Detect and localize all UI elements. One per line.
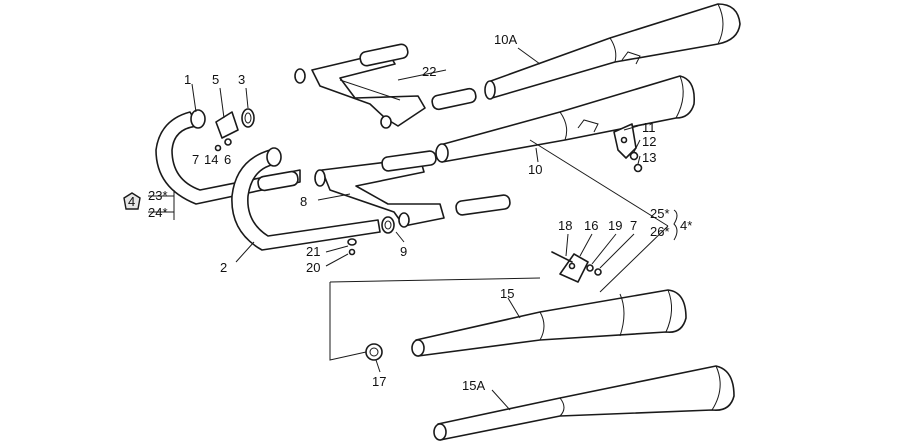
callout-2: 2 (220, 260, 227, 275)
muffler-10 (435, 75, 696, 163)
muffler-15 (411, 289, 687, 357)
crossover-22 (294, 43, 477, 129)
kit-pentagon-icon (123, 192, 141, 210)
callout-17: 17 (372, 374, 386, 389)
callout-10A: 10A (494, 32, 517, 47)
callout-13: 13 (642, 150, 656, 165)
callout-22: 22 (422, 64, 436, 79)
callout-25: 25* (650, 206, 670, 221)
callout-16: 16 (584, 218, 598, 233)
clamp-9 (381, 216, 395, 234)
callout-24: 24* (148, 205, 168, 220)
callout-19: 19 (608, 218, 622, 233)
callout-3: 3 (238, 72, 245, 87)
callout-18: 18 (558, 218, 572, 233)
bracket-16 (551, 251, 602, 283)
callout-7b: 7 (630, 218, 637, 233)
callout-7a: 7 (192, 152, 199, 167)
clamp-17 (365, 343, 383, 361)
muffler-15A (433, 365, 735, 441)
callout-15A: 15A (462, 378, 485, 393)
header-pipe-1 (155, 109, 301, 205)
callout-1: 1 (184, 72, 191, 87)
callout-12: 12 (642, 134, 656, 149)
callout-9: 9 (400, 244, 407, 259)
callout-10: 10 (528, 162, 542, 177)
crossover-8 (314, 150, 511, 228)
callout-8: 8 (300, 194, 307, 209)
callout-5: 5 (212, 72, 219, 87)
header-pipe-2 (231, 147, 381, 251)
bolt-21 (347, 238, 357, 256)
callout-20: 20 (306, 260, 320, 275)
callout-11: 11 (642, 120, 656, 135)
muffler-10A (484, 3, 741, 100)
callout-kit: 4 (128, 194, 135, 209)
callout-26: 26* (650, 224, 670, 239)
callout-15: 15 (500, 286, 514, 301)
callout-21: 21 (306, 244, 320, 259)
callout-6: 6 (224, 152, 231, 167)
callout-4: 4* (680, 218, 692, 233)
callout-14: 14 (204, 152, 218, 167)
callout-23: 23* (148, 188, 168, 203)
bracket-11 (613, 123, 643, 173)
flange-parts (214, 108, 255, 152)
